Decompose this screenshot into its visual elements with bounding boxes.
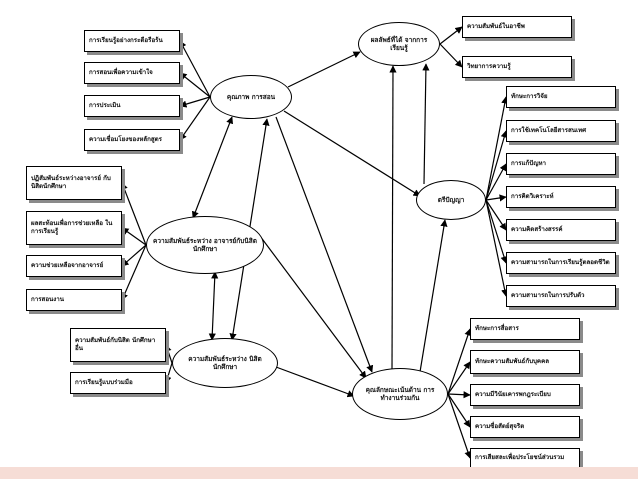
arrow-quality-to-indicator-3 (179, 96, 211, 108)
indicator-box-teach-4: ความเชื่อมโยงของหลักสูตร (84, 129, 180, 151)
arrow-peer-to-indicator-2 (164, 362, 173, 384)
indicator-box-par-2: ทักษะความสัมพันธ์กับบุคคล (470, 350, 580, 374)
indicator-box-teach-1: การเรียนรู้อย่างกระตือรือร้น (84, 30, 180, 52)
path-peer-to-participation (275, 366, 355, 398)
indicator-box-peer-2: การเรียนรู้แบบร่วมมือ (70, 372, 166, 394)
arrow-participation-to-indicator-2 (447, 361, 471, 395)
indicator-box-wis-4: การคิดวิเคราะห์ (506, 186, 616, 208)
indicator-box-fac-1: ปฏิสัมพันธ์ระหว่างอาจารย์ กับนิสิตนักศึก… (26, 166, 122, 200)
arrow-participation-to-indicator-1 (447, 328, 472, 395)
indicator-box-par-1: ทักษะการสื่อสาร (470, 318, 580, 340)
indicator-box-out-2: วิทยาการความรู้ (462, 56, 572, 78)
arrow-participation-to-indicator-5 (447, 393, 472, 459)
indicator-box-par-3: ความมีวินัยเคารพกฎระเบียบ (470, 384, 580, 406)
arrow-wisdom-to-indicator-3 (485, 163, 507, 201)
arrow-faculty-to-indicator-2 (121, 227, 147, 246)
path-faculty-quality (191, 116, 234, 219)
arrow-faculty-to-indicator-4 (121, 244, 147, 301)
indicator-box-out-1: ความสัมพันธ์ในอาชีพ (462, 16, 572, 38)
indicator-box-par-4: ความซื่อสัตย์สุจริต (470, 416, 580, 438)
indicator-box-peer-1: ความสัมพันธ์กับนิสิต นักศึกษาอื่น (70, 328, 166, 362)
path-quality-to-wisdom (283, 110, 421, 197)
arrow-peer-to-indicator-1 (164, 344, 173, 364)
path-quality-to-participation (275, 116, 374, 373)
construct-teaching-quality: คุณภาพ การสอน (210, 75, 292, 119)
construct-learning-outcome: ผลลัพธ์ที่ได้ จากการเรียนรู้ (358, 22, 440, 66)
indicator-box-wis-2: การใช้เทคโนโลยีสารสนเทศ (506, 120, 616, 142)
arrow-wisdom-to-indicator-5 (485, 199, 507, 231)
path-wisdom-to-outcome (422, 63, 430, 185)
arrow-wisdom-to-indicator-6 (485, 199, 508, 264)
arrow-outcome-to-indicator-1 (439, 26, 463, 45)
arrow-quality-to-indicator-1 (179, 40, 211, 98)
indicator-box-wis-7: ความสามารถในการปรับตัว (506, 285, 616, 307)
construct-participation: คุณลักษณะเน้นด้าน การทำงานร่วมกัน (352, 368, 448, 420)
arrow-quality-to-indicator-4 (179, 96, 211, 141)
slide-bottom-band (0, 467, 638, 479)
indicator-box-teach-3: การประเมิน (84, 95, 180, 117)
path-quality-to-outcome (287, 51, 361, 88)
arrow-faculty-to-indicator-3 (121, 244, 147, 267)
path-participation-to-wisdom (419, 219, 448, 373)
construct-faculty-relation: ความสัมพันธ์ระหว่าง อาจารย์กับนิสิต นักศ… (146, 216, 264, 274)
arrow-outcome-to-indicator-2 (439, 43, 463, 68)
indicator-box-par-5: การเสียสละเพื่อประโยชน์ส่วนรวม (470, 448, 580, 468)
arrow-wisdom-to-indicator-4 (485, 194, 507, 202)
arrow-faculty-to-indicator-1 (120, 182, 147, 246)
arrow-participation-to-indicator-4 (447, 393, 471, 428)
indicator-box-wis-5: ความคิดสร้างสรรค์ (506, 219, 616, 241)
arrow-quality-to-indicator-2 (179, 72, 211, 98)
arrow-participation-to-indicator-3 (447, 391, 471, 399)
path-participation-to-outcome (389, 65, 397, 371)
indicator-box-fac-4: การสอนงาน (26, 289, 122, 311)
indicator-box-wis-3: การแก้ปัญหา (506, 153, 616, 175)
arrow-wisdom-to-indicator-1 (485, 96, 509, 201)
indicator-box-wis-1: ทักษะการวิจัย (506, 86, 616, 108)
arrow-wisdom-to-indicator-2 (485, 130, 508, 201)
indicator-box-fac-2: ผลสะท้อนเพื่อการช่วยเหลือ ในการเรียนรู้ (26, 211, 122, 245)
path-faculty-to-participation (259, 235, 367, 379)
indicator-box-fac-3: ความช่วยเหลือจากอาจารย์ (26, 255, 122, 277)
path-faculty-peer (208, 271, 219, 341)
indicator-box-teach-2: การสอนเพื่อความเข้าใจ (84, 62, 180, 84)
construct-peer-relation: ความสัมพันธ์ระหว่าง นิสิตนักศึกษา (172, 338, 278, 388)
arrow-wisdom-to-indicator-7 (485, 199, 509, 297)
indicator-box-wis-6: ความสามารถในการเรียนรู้ตลอดชีวิต (506, 252, 616, 274)
construct-wisdom: ตรีปัญญา (416, 180, 486, 220)
